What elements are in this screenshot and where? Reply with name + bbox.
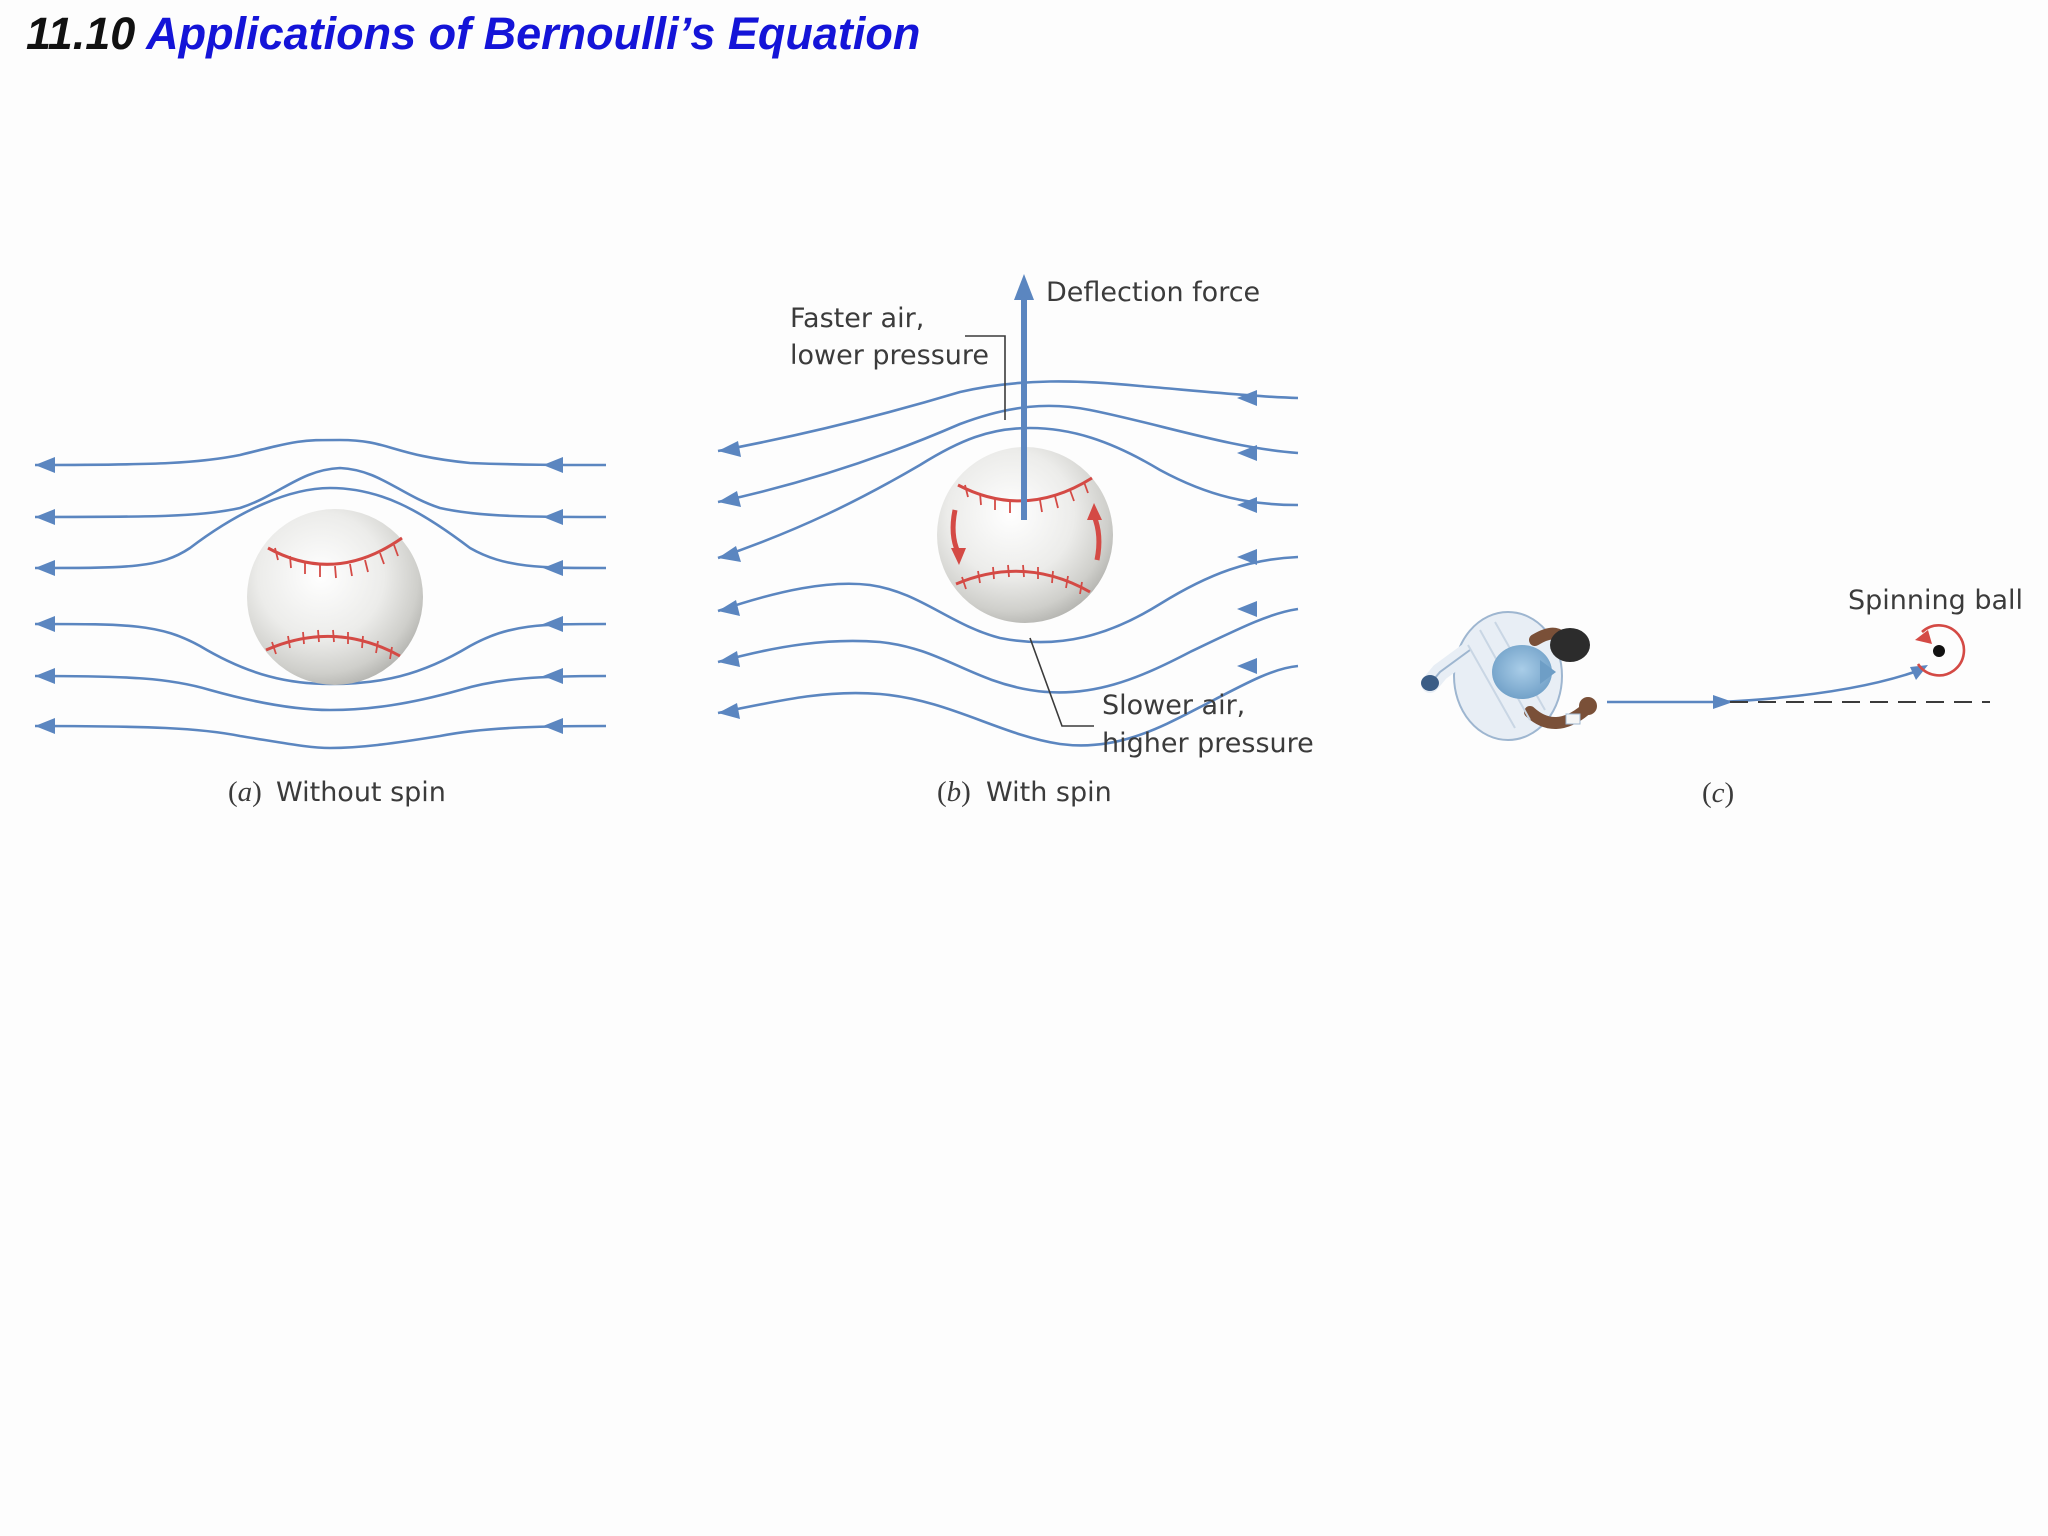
- faster-air-leader: [965, 335, 1006, 420]
- deflection-force-arrow: [1014, 274, 1034, 520]
- spinning-ball-label: Spinning ball: [1848, 585, 2023, 616]
- panel-c-caption: (c): [1702, 777, 1734, 809]
- panel-a-streamlines: [34, 438, 607, 750]
- pitcher-figure-icon: [1421, 611, 1597, 741]
- panel-b-caption: (b): [937, 776, 971, 808]
- slide-title: 11.10 Applications of Bernoulli’s Equati…: [26, 8, 920, 60]
- lower-pressure-label: lower pressure: [790, 340, 989, 371]
- faster-air-label: Faster air,: [790, 303, 924, 334]
- pitch-path: [1607, 665, 1990, 709]
- slower-air-label: Slower air,: [1102, 690, 1245, 721]
- slower-air-leader: [1029, 637, 1094, 727]
- panel-c: Spinning ball (c): [1421, 585, 2023, 809]
- panel-a-caption-text: Without spin: [276, 777, 446, 808]
- panel-a-caption: (a): [228, 776, 262, 808]
- section-number: 11.10: [26, 8, 136, 59]
- panel-b: Deflection force Faster air, lower press…: [717, 274, 1314, 808]
- panel-a: (a) Without spin: [34, 438, 607, 808]
- section-title: Applications of Bernoulli’s Equation: [146, 8, 921, 59]
- baseball-icon: [247, 509, 423, 685]
- deflection-force-label: Deflection force: [1046, 277, 1260, 308]
- panel-b-letter: b: [947, 776, 962, 808]
- panel-b-caption-text: With spin: [986, 777, 1112, 808]
- higher-pressure-label: higher pressure: [1102, 728, 1314, 759]
- panel-a-letter: a: [238, 776, 253, 808]
- spin-arrow-icon: [950, 503, 1102, 565]
- panel-b-streamlines: [717, 380, 1299, 747]
- spinning-ball-icon: [1915, 624, 1966, 677]
- panel-c-letter: c: [1712, 777, 1725, 809]
